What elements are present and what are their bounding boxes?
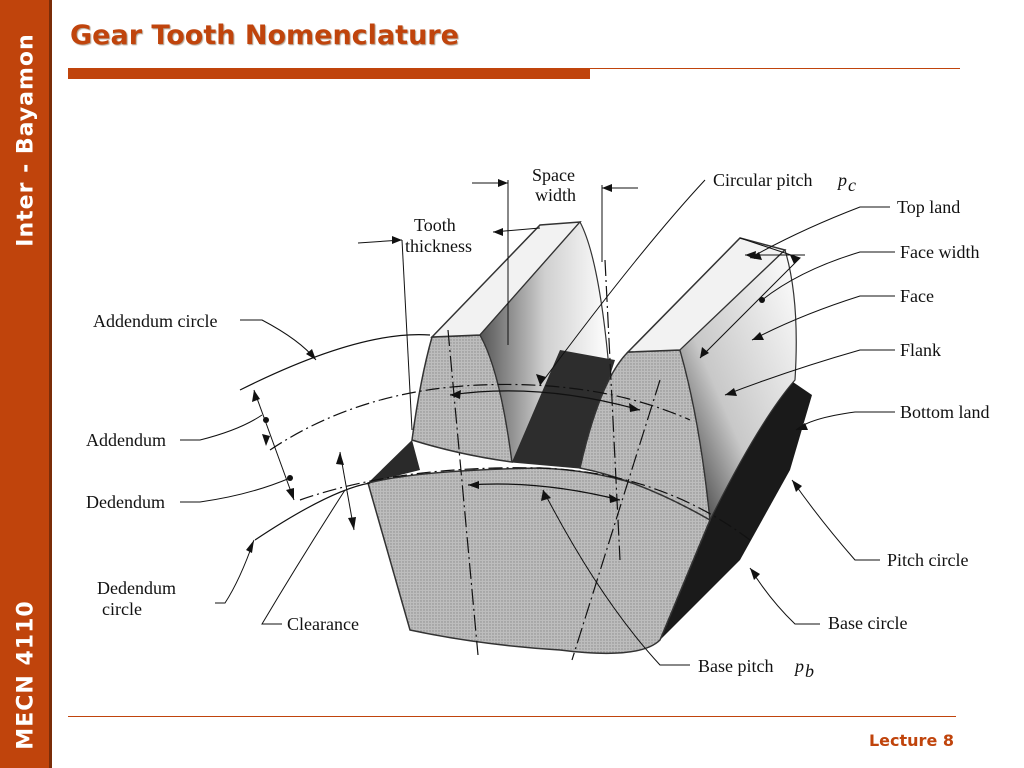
label-base-pitch: Base pitch — [698, 656, 773, 676]
label-face-width: Face width — [900, 242, 979, 262]
reference-circles — [239, 259, 751, 661]
addendum-circle-arc — [239, 334, 431, 391]
leader-pitch-circle — [791, 479, 880, 561]
dot-marker — [759, 297, 765, 303]
label-addendum-circle: Addendum circle — [93, 311, 217, 331]
label-space-width: width — [535, 185, 576, 205]
arrowhead — [286, 488, 294, 500]
label-dedendum: Dedendum — [86, 492, 165, 512]
dot-marker — [287, 475, 293, 481]
diagram-labels: Space width Tooth thickness Circular pit… — [86, 165, 990, 681]
label-pitch-circle: Pitch circle — [887, 550, 968, 570]
label-clearance: Clearance — [287, 614, 359, 634]
arrowhead — [745, 251, 756, 259]
label-dedendum-circle: Dedendum — [97, 578, 176, 598]
arrowhead — [306, 349, 316, 360]
arrowhead — [541, 490, 551, 501]
pitch-circle-arc — [269, 383, 691, 451]
leader-bottom-land — [795, 411, 895, 431]
label-bottom-land: Bottom land — [900, 402, 990, 422]
arrowhead — [602, 184, 612, 192]
tooth-centerline-right — [571, 379, 661, 661]
gear-left-wedge — [368, 440, 420, 483]
label-dedendum-circle: circle — [102, 599, 142, 619]
label-base-pitch-subscript: b — [805, 661, 814, 681]
leader-base-circle — [749, 567, 820, 625]
label-circular-pitch: Circular pitch — [713, 170, 812, 190]
leader-flank — [724, 349, 895, 396]
page-title: Gear Tooth Nomenclature — [70, 20, 459, 51]
base-circle-arc — [299, 467, 751, 541]
space-centerline — [604, 259, 621, 561]
clearance-dimension — [339, 451, 355, 531]
title-underline-bar — [68, 68, 590, 79]
leader-circular-pitch — [539, 179, 706, 386]
leader-top-land — [749, 206, 890, 259]
arrowhead — [629, 403, 640, 412]
leader-dedendum — [180, 477, 291, 503]
footer-lecture-label: Lecture 8 — [868, 731, 954, 750]
dedendum-circle-arc — [254, 482, 371, 541]
leader-lines — [180, 179, 895, 666]
tooth-centerline-left — [447, 329, 479, 656]
arrowhead — [536, 374, 546, 385]
leader-face-width — [761, 251, 895, 301]
addendum-dimension — [253, 389, 295, 501]
footer-rule — [68, 716, 956, 717]
label-tooth-thickness: thickness — [405, 236, 472, 256]
arrowhead — [493, 228, 503, 236]
arrowheads — [246, 179, 808, 580]
arrowhead — [796, 423, 808, 430]
arrowhead — [336, 452, 344, 465]
arrowhead — [609, 494, 620, 503]
arrowhead — [246, 540, 254, 553]
gear-side-shadow — [650, 380, 812, 640]
arrowhead — [750, 568, 760, 580]
leader-addendum — [180, 414, 263, 441]
label-addendum: Addendum — [86, 430, 166, 450]
sidebar-course-label: MECN 4110 — [13, 600, 39, 750]
tooth-right-face — [679, 248, 797, 523]
leader-base-pitch — [542, 489, 690, 666]
arrowhead — [752, 332, 764, 340]
arrowhead — [725, 388, 737, 396]
sidebar-institution-label: Inter - Bayamon — [13, 33, 39, 247]
sidebar: Inter - Bayamon MECN 4110 — [0, 0, 52, 768]
title-underline-rule — [590, 68, 960, 69]
arrowhead — [700, 347, 709, 358]
gear-front-face — [367, 467, 711, 655]
arrowhead — [790, 255, 800, 264]
arrowhead — [792, 480, 802, 492]
label-circular-pitch-symbol: p — [836, 170, 847, 190]
label-circular-pitch-subscript: c — [848, 175, 856, 195]
label-base-pitch-symbol: p — [793, 656, 804, 676]
gear-body — [367, 220, 812, 655]
label-face: Face — [900, 286, 934, 306]
label-base-circle: Base circle — [828, 613, 907, 633]
gear-tooth-diagram: Space width Tooth thickness Circular pit… — [86, 165, 990, 681]
base-pitch-arc — [467, 483, 621, 501]
arrowhead — [392, 236, 402, 244]
tooth-thickness-ext-left — [401, 239, 413, 431]
arrowhead — [450, 390, 461, 399]
arrowhead — [262, 434, 270, 446]
leader-addendum-circle — [240, 319, 317, 361]
arrowhead — [498, 179, 508, 187]
leader-face — [751, 295, 895, 341]
label-tooth-thickness: Tooth — [414, 215, 456, 235]
label-flank: Flank — [900, 340, 941, 360]
dot-marker — [263, 417, 269, 423]
label-space-width: Space — [532, 165, 575, 185]
arrowhead — [468, 481, 479, 489]
leader-clearance — [261, 489, 346, 625]
circular-pitch-arc — [449, 390, 641, 411]
label-top-land: Top land — [897, 197, 960, 217]
arrowhead — [348, 517, 356, 530]
arrowhead — [252, 390, 260, 402]
